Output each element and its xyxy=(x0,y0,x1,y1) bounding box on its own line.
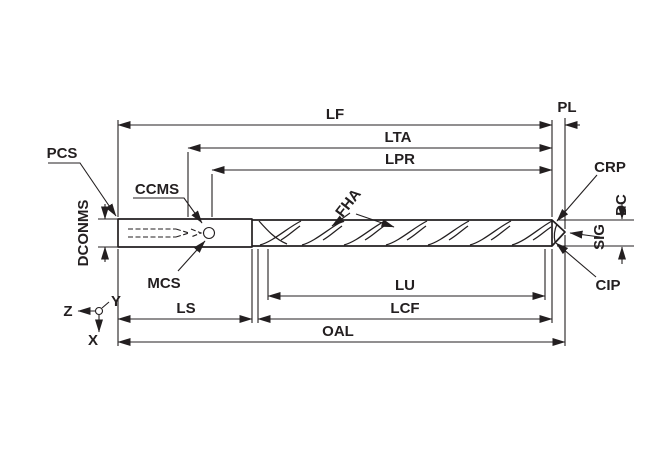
leader-ccms xyxy=(133,197,203,224)
flute-mid-line xyxy=(532,226,552,241)
axis-x-label: X xyxy=(88,332,98,349)
dim-label-pl: PL xyxy=(557,99,576,116)
leader-cip xyxy=(555,242,597,278)
leader-lines xyxy=(48,162,601,278)
flute-line xyxy=(259,220,302,246)
flute-mid-line xyxy=(364,225,385,241)
dim-label-lu: LU xyxy=(395,277,415,294)
flute-mid-line xyxy=(490,225,511,241)
dim-label-pcs: PCS xyxy=(47,145,78,162)
dim-label-lta: LTA xyxy=(385,129,412,146)
clamp-screw-circle xyxy=(202,226,216,240)
axis-y-arrow xyxy=(101,301,110,309)
dim-label-lcf: LCF xyxy=(390,300,419,317)
point-flank-line xyxy=(553,223,558,243)
drill-point xyxy=(551,219,566,247)
axis-z-label: Z xyxy=(63,303,72,320)
shank xyxy=(117,218,253,248)
dimension-lines xyxy=(101,121,626,346)
dim-label-sig: SIG xyxy=(591,224,608,250)
flute-line xyxy=(511,220,553,246)
coolant-split xyxy=(190,228,203,238)
flute-line xyxy=(469,220,512,246)
flute-lines xyxy=(258,220,553,246)
leader-crp xyxy=(556,174,598,222)
coordinate-axes: Z Y X xyxy=(63,293,121,349)
dim-label-cip: CIP xyxy=(595,277,620,294)
flute-mid-line xyxy=(448,225,469,241)
flute-mid-line xyxy=(280,225,301,241)
dim-label-crp: CRP xyxy=(594,159,626,176)
dim-label-mcs: MCS xyxy=(147,275,180,292)
dim-label-oal: OAL xyxy=(322,323,354,340)
flute-line xyxy=(385,220,428,246)
coolant-funnel xyxy=(175,228,190,238)
dim-label-dconms: DCONMS xyxy=(75,200,92,267)
leader-mcs xyxy=(177,240,206,272)
flute-line xyxy=(427,220,470,246)
dim-label-ls: LS xyxy=(176,300,195,317)
leader-pcs xyxy=(48,162,117,217)
axes-origin xyxy=(94,306,104,316)
axis-y-label: Y xyxy=(111,293,121,310)
leader-fha-2 xyxy=(355,213,395,228)
dim-label-lpr: LPR xyxy=(385,151,415,168)
flute-line xyxy=(343,220,386,246)
dim-label-dc: DC xyxy=(613,194,630,216)
leader-sig xyxy=(569,230,601,239)
flute-mid-line xyxy=(322,225,343,241)
flute-runout xyxy=(258,220,288,245)
flute-mid-line xyxy=(406,225,427,241)
leader-fha-1 xyxy=(331,212,351,227)
dim-label-ccms: CCMS xyxy=(135,181,179,198)
coolant-channel xyxy=(128,228,203,238)
drill-body xyxy=(117,218,566,248)
dim-label-lf: LF xyxy=(326,106,344,123)
flute-line xyxy=(301,220,344,246)
